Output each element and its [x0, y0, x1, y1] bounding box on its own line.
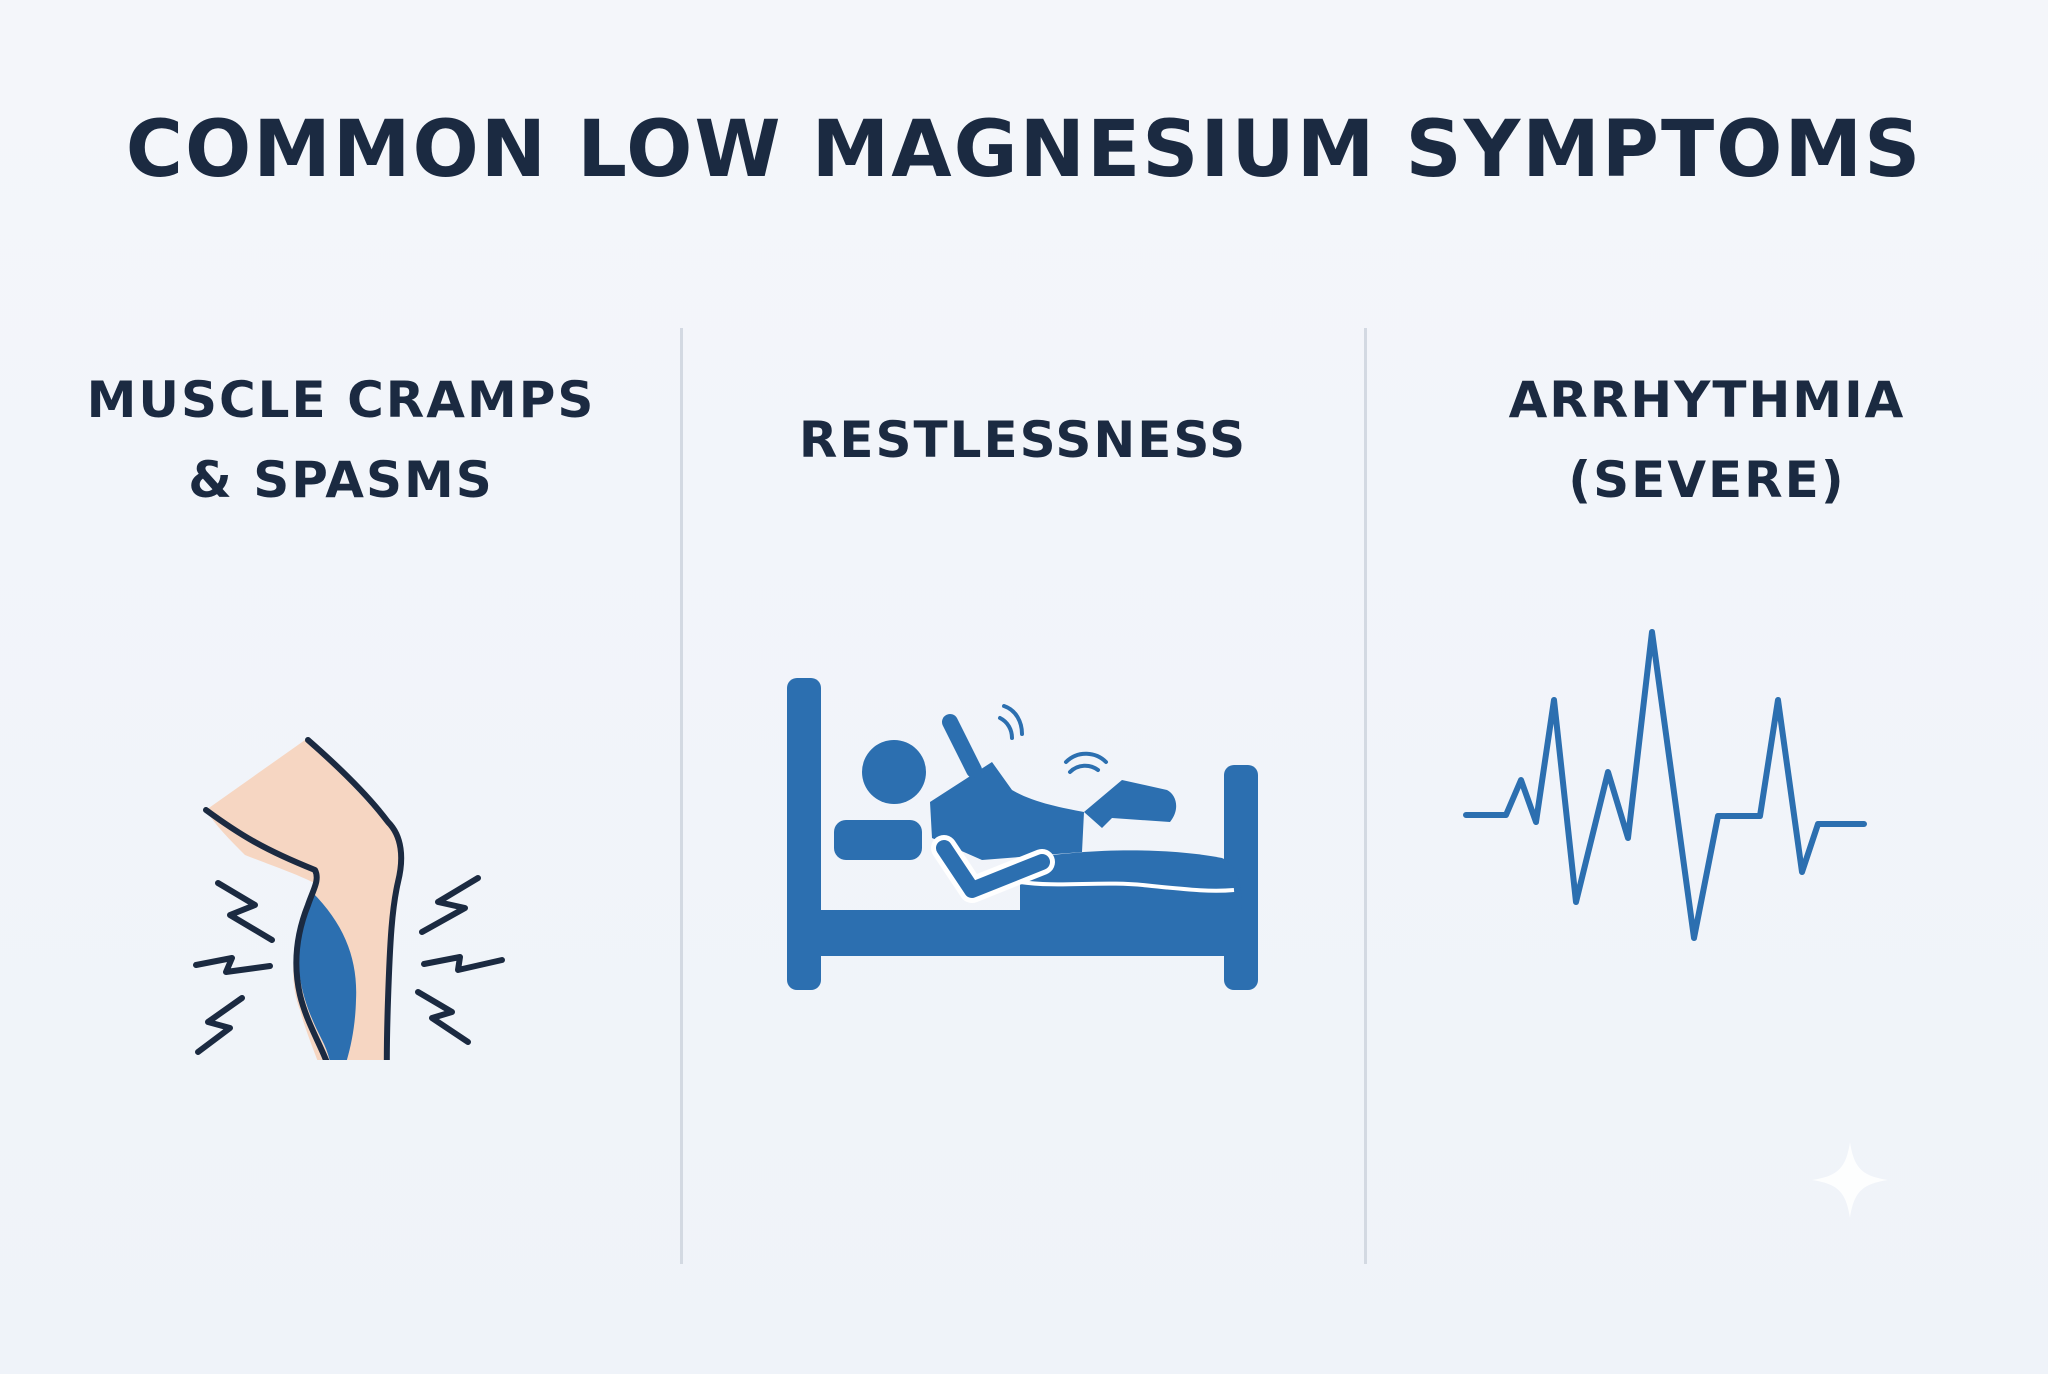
symptom-title-line1: MUSCLE CRAMPS — [86, 371, 596, 429]
heartbeat-icon — [1463, 629, 1867, 941]
symptom-title-line2: & SPASMS — [188, 451, 494, 509]
leg-cramp-icon — [193, 737, 505, 1060]
symptom-title: MUSCLE CRAMPS & SPASMS — [0, 360, 682, 520]
symptom-title: ARRHYTHMIA (SEVERE) — [1366, 360, 2048, 520]
restless-bed-icon — [787, 678, 1258, 990]
symptom-title-line1: RESTLESSNESS — [798, 411, 1248, 469]
column-divider-1 — [680, 328, 683, 1264]
column-divider-2 — [1364, 328, 1367, 1264]
symptom-title-line1: ARRHYTHMIA — [1508, 371, 1906, 429]
page-title: COMMON LOW MAGNESIUM SYMPTOMS — [125, 105, 1923, 195]
sparkle-icon — [1812, 1142, 1888, 1218]
symptom-title: RESTLESSNESS — [682, 400, 1364, 480]
symptom-title-line2: (SEVERE) — [1568, 451, 1846, 509]
